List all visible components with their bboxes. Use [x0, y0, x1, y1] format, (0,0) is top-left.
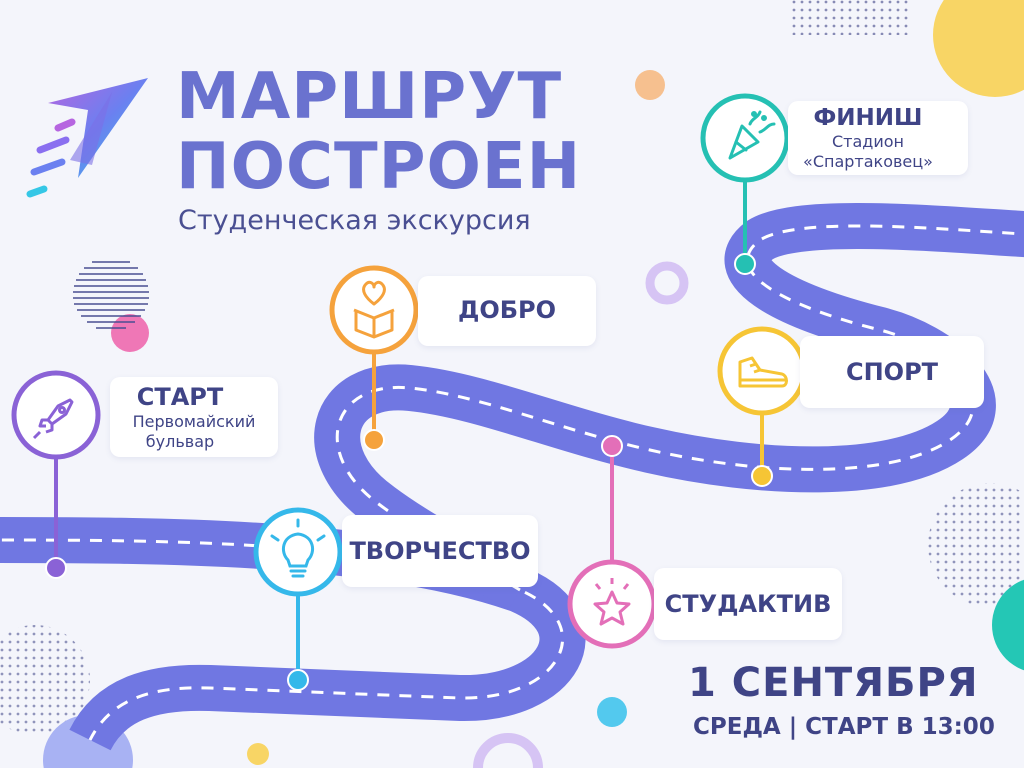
lightbulb-icon [270, 518, 326, 578]
rocket-logo [26, 78, 148, 198]
lilac-ring-shape [645, 261, 689, 305]
card-creativity: ТВОРЧЕСТВО [342, 515, 538, 587]
sneaker-icon [738, 356, 788, 388]
event-date: 1 СЕНТЯБРЯ [688, 660, 979, 706]
teal-blob-shape [992, 579, 1024, 671]
orange-dot-shape [635, 70, 665, 100]
stop-start-label: СТАРТ [136, 383, 224, 411]
stop-studactive-label: СТУДАКТИВ [664, 590, 832, 618]
stop-finish-detail1: Стадион [831, 132, 904, 151]
winding-road [0, 202, 1024, 752]
card-start: СТАРТ Первомайский бульвар [110, 377, 278, 457]
stop-kindness [329, 265, 419, 451]
dots-pattern-left [0, 625, 90, 735]
stop-start [11, 370, 101, 579]
rocket-icon [32, 398, 74, 440]
stripes-circle-shape [73, 261, 149, 329]
stop-start-detail1: Первомайский [132, 412, 256, 431]
cyan-dot-shape [597, 697, 627, 727]
stop-finish [700, 93, 790, 275]
stop-finish-label: ФИНИШ [813, 105, 923, 131]
card-studactive: СТУДАКТИВ [654, 568, 842, 640]
stop-kindness-label: ДОБРО [457, 296, 557, 324]
dots-pattern-right [928, 483, 1024, 607]
page-title-line2: ПОСТРОЕН [176, 130, 582, 204]
card-kindness: ДОБРО [418, 276, 596, 346]
card-finish: ФИНИШ Стадион «Спартаковец» [788, 101, 968, 175]
stop-sport-label: СПОРТ [845, 358, 939, 386]
stop-finish-detail2: «Спартаковец» [803, 152, 933, 171]
card-sport: СПОРТ [800, 336, 984, 408]
stop-studactive [567, 435, 657, 649]
party-popper-icon [728, 110, 776, 160]
stop-creativity-label: ТВОРЧЕСТВО [349, 537, 531, 565]
yellow-blob-shape [933, 0, 1024, 97]
yellow-dot-shape [247, 743, 269, 765]
page-subtitle: Студенческая экскурсия [178, 205, 531, 236]
event-time: СРЕДА | СТАРТ В 13:00 [693, 714, 995, 740]
stop-sport [717, 326, 807, 487]
pink-dot-shape [111, 314, 149, 352]
heart-box-icon [353, 280, 395, 339]
stop-start-detail2: бульвар [145, 432, 215, 451]
dots-pattern-top [790, 0, 910, 35]
page-title-line1: МАРШРУТ [176, 60, 563, 134]
star-icon [593, 578, 631, 626]
lilac-ring-bottom-shape [473, 733, 543, 768]
stop-creativity [253, 507, 343, 691]
